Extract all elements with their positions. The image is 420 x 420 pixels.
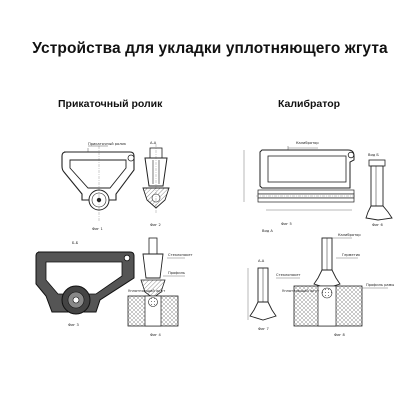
fig7-section-label: А-А: [258, 259, 265, 263]
fig8-label: Фиг 8: [334, 333, 345, 337]
fig5-label: Фиг 5: [281, 222, 292, 226]
fig7-calibrator-profile: А-А Фиг 7: [247, 259, 277, 331]
fig1-note: Прикаточный ролик: [88, 142, 127, 146]
fig7-label: Фиг 7: [258, 327, 269, 331]
fig2-label: Фиг 2: [150, 223, 161, 227]
fig1-label: Фиг 1: [92, 227, 103, 231]
fig2-roller-section: А-А Фиг 2: [142, 141, 170, 227]
fig4-label: Фиг 4: [150, 333, 161, 337]
fig3-label: Фиг 3: [68, 323, 79, 327]
fig4-roller-applied: Стеклопакет Профиль Уплотняющий жгут Фиг…: [127, 237, 193, 337]
page-title: Устройства для укладки уплотняющего жгут…: [32, 40, 388, 57]
fig8-note-calib: Калибратор: [338, 233, 361, 237]
fig8-note-glass: Стеклопакет: [276, 273, 301, 277]
fig8-note-sealant: Герметик: [342, 253, 361, 257]
fig2-section-label: А-А: [150, 141, 157, 145]
fig6-calibrator-side: Вид Б Фиг 6: [365, 153, 393, 227]
fig4-note-profile: Профиль: [168, 271, 185, 275]
fig6-view: Вид Б: [368, 153, 379, 157]
fig6-label: Фиг 6: [372, 223, 383, 227]
fig5-calibrator-front: Калибратор Фиг 5 Вид А: [243, 141, 356, 233]
fig1-roller-front: Прикаточный ролик Фиг 1: [61, 142, 135, 231]
fig3-section-label: Б-Б: [72, 241, 79, 245]
fig8-calibrator-applied: Калибратор Герметик Стеклопакет Уплотняю…: [276, 233, 394, 337]
section-title-calibrator: Калибратор: [278, 98, 341, 110]
fig3-roller-view: Б-Б Фиг 3: [35, 241, 135, 327]
fig4-note-glass: Стеклопакет: [168, 253, 193, 257]
fig5-note: Калибратор: [296, 141, 319, 145]
fig8-note-cord: Уплотняющий жгут: [282, 289, 319, 293]
section-title-roller: Прикаточный ролик: [58, 98, 163, 110]
fig5-view: Вид А: [262, 229, 273, 233]
fig8-note-frame: Профиль рамы: [366, 283, 394, 287]
fig4-note-cord: Уплотняющий жгут: [128, 289, 165, 293]
